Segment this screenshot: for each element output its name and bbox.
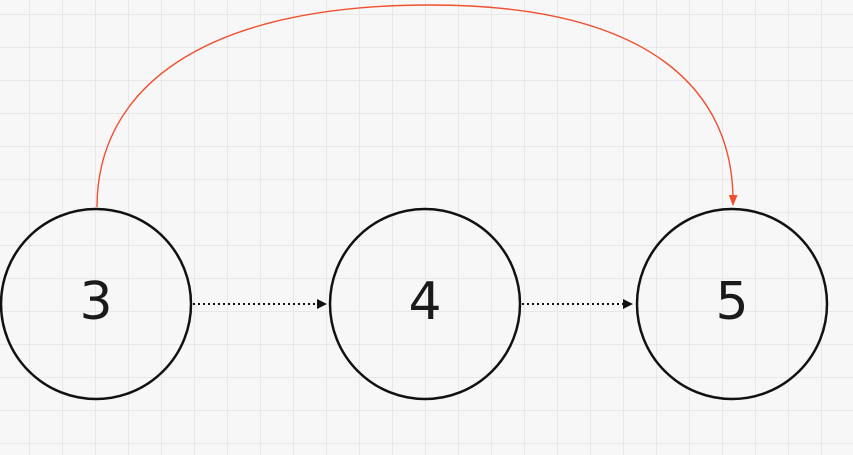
node-4-circle bbox=[328, 207, 522, 401]
node-5: 5 bbox=[635, 207, 829, 401]
edge-3-to-5-curved-arrow bbox=[96, 4, 738, 208]
node-3-circle bbox=[0, 207, 193, 401]
node-5-circle bbox=[635, 207, 829, 401]
node-4-label: 4 bbox=[408, 272, 441, 332]
node-3: 3 bbox=[0, 207, 193, 401]
node-3-label: 3 bbox=[79, 272, 112, 332]
node-5-label: 5 bbox=[715, 272, 748, 332]
node-4: 4 bbox=[328, 207, 522, 401]
